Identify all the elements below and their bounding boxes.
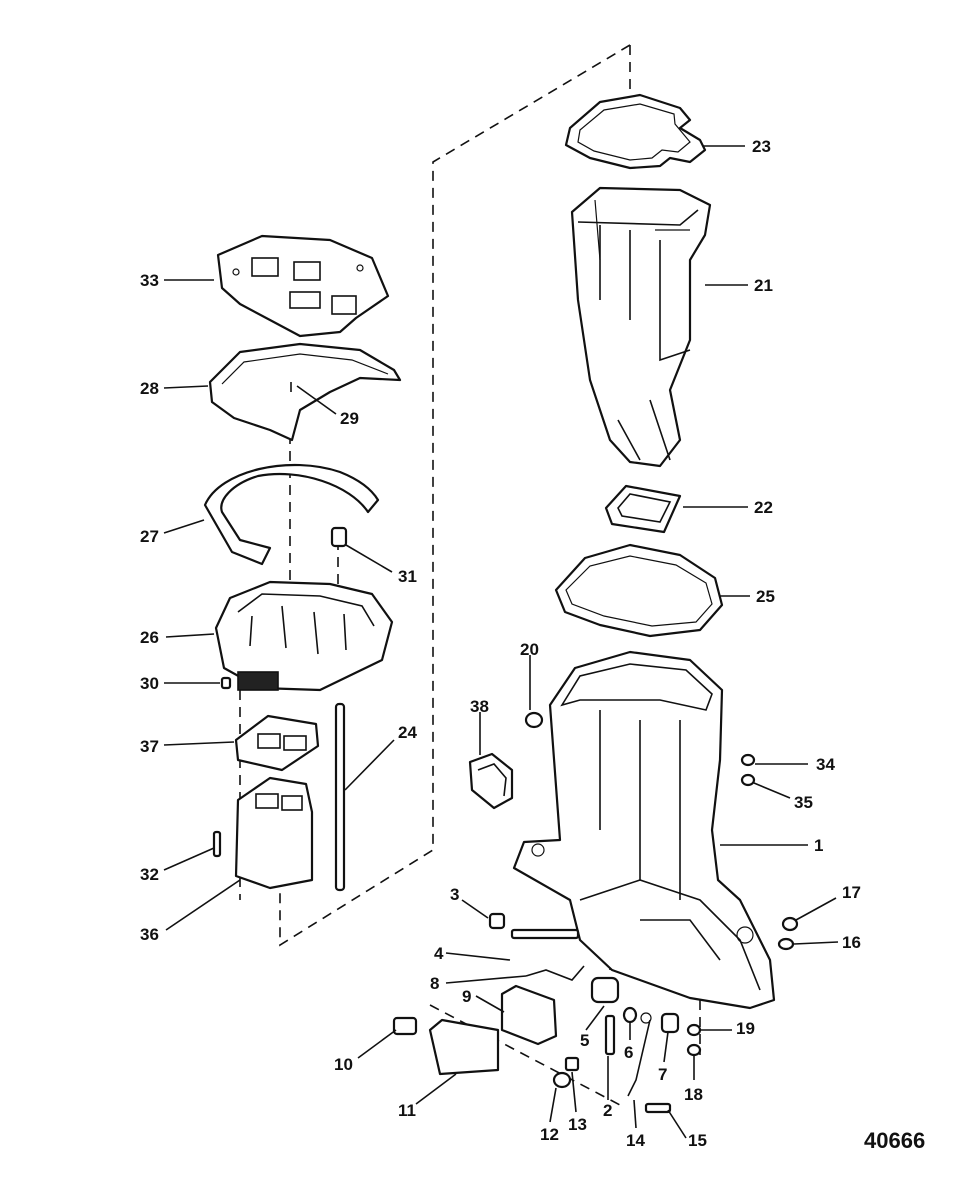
callout-14: 14	[626, 1131, 645, 1150]
part-2-stud	[604, 1014, 616, 1056]
part-16-washer	[777, 937, 795, 951]
callout-12: 12	[540, 1125, 559, 1144]
callout-37: 37	[140, 737, 159, 756]
part-10-bolt	[392, 1016, 418, 1036]
part-21-upper-housing	[570, 186, 712, 468]
callout-32: 32	[140, 865, 159, 884]
part-31-bushing	[330, 526, 348, 548]
leader-lines	[163, 145, 839, 1139]
part-8-cable	[525, 965, 585, 981]
part-6-washer	[622, 1006, 638, 1024]
callout-28: 28	[140, 379, 159, 398]
part-26-adapter-housing	[214, 580, 394, 692]
callout-13: 13	[568, 1115, 587, 1134]
callout-5: 5	[580, 1031, 589, 1050]
part-11-module	[428, 1018, 500, 1076]
part-12-screw	[552, 1071, 572, 1089]
part-20-plug	[524, 711, 544, 729]
part-17-washer	[781, 916, 799, 932]
figure-reference-number: 40666	[864, 1128, 925, 1153]
callout-16: 16	[842, 933, 861, 952]
callout-36: 36	[140, 925, 159, 944]
part-23-gasket	[564, 93, 707, 170]
callout-labels: 1 2 3 4 5 6 7 8 9 10 11 12 13 14 15 16 1…	[140, 137, 861, 1150]
callout-17: 17	[842, 883, 861, 902]
callout-8: 8	[430, 974, 439, 993]
part-25-gasket	[554, 543, 724, 638]
callout-31: 31	[398, 567, 417, 586]
callout-25: 25	[756, 587, 775, 606]
callout-34: 34	[816, 755, 835, 774]
part-30-pin	[220, 676, 232, 690]
callout-22: 22	[754, 498, 773, 517]
callout-18: 18	[684, 1085, 703, 1104]
callout-15: 15	[688, 1131, 707, 1150]
part-19-washer	[686, 1023, 702, 1037]
callout-19: 19	[736, 1019, 755, 1038]
part-5-solenoid	[590, 976, 620, 1004]
callout-26: 26	[140, 628, 159, 647]
callout-24: 24	[398, 723, 417, 742]
part-15-screw	[644, 1102, 672, 1114]
part-18-washer	[686, 1043, 702, 1057]
part-24-tube	[334, 702, 346, 892]
callout-3: 3	[450, 885, 459, 904]
part-13-fitting	[564, 1056, 580, 1072]
callout-20: 20	[520, 640, 539, 659]
part-1-driveshaft-housing	[512, 650, 776, 1010]
part-36-exhaust-tube	[234, 776, 314, 890]
part-38-cover	[468, 752, 514, 810]
part-9-bracket	[500, 984, 558, 1046]
callout-35: 35	[794, 793, 813, 812]
part-32-dowel	[212, 830, 222, 858]
callout-23: 23	[752, 137, 771, 156]
part-3-nut	[488, 912, 506, 930]
callout-10: 10	[334, 1055, 353, 1074]
callout-33: 33	[140, 271, 159, 290]
callout-21: 21	[754, 276, 773, 295]
callout-30: 30	[140, 674, 159, 693]
part-14-ground-strap	[627, 1012, 652, 1097]
callout-38: 38	[470, 697, 489, 716]
part-35-washer	[740, 773, 756, 787]
part-37-gasket	[234, 714, 320, 772]
callout-1: 1	[814, 836, 823, 855]
callout-6: 6	[624, 1043, 633, 1062]
part-27-seal	[203, 463, 380, 566]
part-33-plate	[216, 234, 390, 338]
callout-4: 4	[434, 944, 444, 963]
part-22-seal	[604, 484, 682, 534]
part-7-nut	[660, 1012, 680, 1034]
part-4-bolt	[510, 928, 580, 940]
callout-7: 7	[658, 1065, 667, 1084]
callout-27: 27	[140, 527, 159, 546]
callout-29: 29	[340, 409, 359, 428]
callout-9: 9	[462, 987, 471, 1006]
part-34-washer	[740, 753, 756, 767]
callout-11: 11	[398, 1101, 416, 1120]
callout-2: 2	[603, 1101, 612, 1120]
